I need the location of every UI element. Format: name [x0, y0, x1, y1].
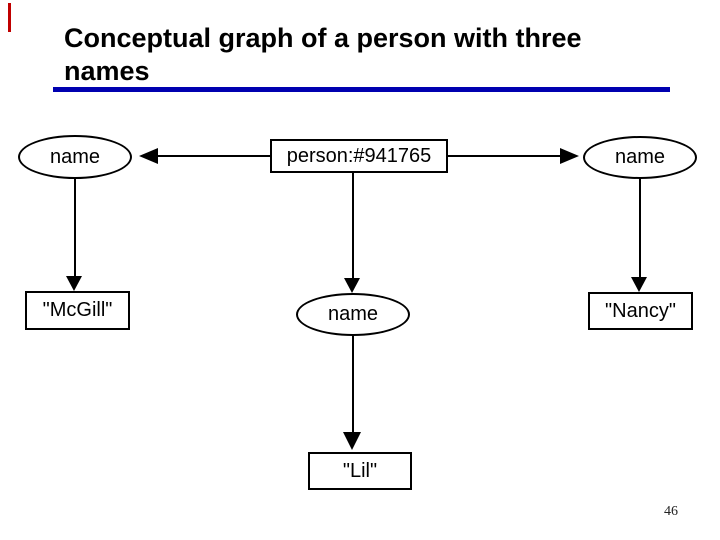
arrowhead-left-icon [139, 148, 158, 164]
page-number: 46 [664, 504, 678, 519]
node-name-relation-right: name [583, 136, 697, 179]
node-person-concept: person:#941765 [270, 139, 448, 173]
edge-person-to-name-right [447, 155, 561, 157]
arrowhead-down-left-icon [66, 276, 82, 291]
arrowhead-down-center-icon [344, 278, 360, 293]
node-value-lil: "Lil" [308, 452, 412, 490]
title-line-1: Conceptual graph of a person with three [64, 23, 582, 53]
node-value-nancy: "Nancy" [588, 292, 693, 330]
arrowhead-right-icon [560, 148, 579, 164]
edge-person-to-name-left [157, 155, 270, 157]
node-name-relation-left: name [18, 135, 132, 179]
title-line-2: names [64, 56, 150, 86]
arrowhead-down-right-icon [631, 277, 647, 292]
edge-name-right-to-nancy [639, 178, 641, 277]
edge-name-left-to-mcgill [74, 177, 76, 276]
arrowhead-down-lil-icon [343, 432, 361, 450]
node-value-mcgill: "McGill" [25, 291, 130, 330]
accent-bar [8, 3, 11, 32]
node-name-relation-center: name [296, 293, 410, 336]
edge-name-center-to-lil [352, 335, 354, 433]
title-underline [53, 87, 670, 92]
edge-person-to-name-center [352, 173, 354, 278]
